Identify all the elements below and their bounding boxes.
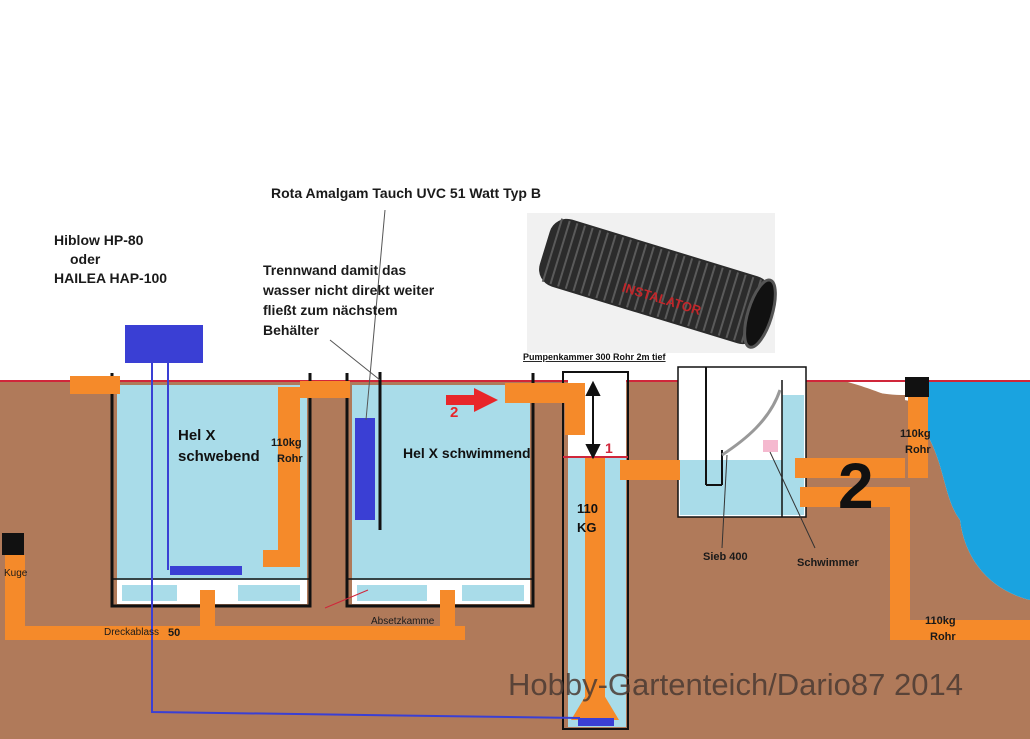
marker-number: 1	[605, 440, 613, 456]
big-number: 2	[838, 450, 874, 522]
label-tank1-2: schwebend	[178, 448, 260, 465]
tank-hel-x-schwimmend	[345, 373, 535, 608]
pipe-rib	[564, 225, 587, 290]
label-sieve: Sieb 400	[703, 551, 748, 563]
pipe-rib	[572, 227, 594, 292]
pipe-rib	[587, 232, 609, 297]
pipe-rib	[694, 265, 717, 329]
label-ball: Kuge	[4, 568, 28, 579]
label-settle: Absetzkamme	[371, 616, 435, 627]
settle-pointer	[324, 589, 369, 609]
label-tank1-pipe-1: 110kg	[271, 437, 302, 449]
pipe-rib	[595, 234, 617, 299]
label-shaft-1: 110	[577, 501, 598, 516]
pipe-rib	[702, 267, 724, 332]
label-tank1-1: Hel X	[178, 427, 216, 444]
float	[763, 440, 778, 452]
air-pump	[125, 325, 203, 363]
pipe-rib	[656, 253, 678, 318]
label-pump-chamber: Pumpenkammer 300 Rohr 2m tief	[523, 352, 667, 362]
pipe-network	[5, 376, 1030, 720]
label-wall-3: fließt zum nächstem	[263, 302, 398, 318]
pipe-rib	[725, 274, 747, 339]
label-drain: Dreckablass	[104, 627, 159, 638]
label-pump-3: HAILEA HAP-100	[54, 270, 167, 286]
pipe-rib	[671, 258, 694, 322]
pipe-rib	[541, 218, 564, 283]
pipe-rib	[618, 241, 640, 306]
label-right-pipe-1: 110kg	[900, 428, 931, 440]
pond-inlet-cap	[905, 377, 929, 397]
pipe-rib	[549, 220, 571, 285]
pipe-rib	[648, 251, 671, 315]
pipe-rib	[733, 276, 755, 341]
ball-valve	[2, 533, 24, 555]
label-uvc: Rota Amalgam Tauch UVC 51 Watt Typ B	[271, 185, 541, 201]
pond-water	[905, 382, 1030, 600]
sieve-box	[677, 366, 816, 549]
label-pump-1: Hiblow HP-80	[54, 232, 144, 248]
flow-arrow	[446, 388, 498, 412]
pipe-rib	[710, 269, 732, 334]
pipe-rib	[610, 239, 632, 304]
depth-arrow	[585, 380, 601, 460]
label-wall-1: Trennwand damit das	[263, 262, 406, 278]
label-shaft-2: KG	[577, 520, 597, 535]
label-tank2: Hel X schwimmend	[403, 445, 531, 461]
label-bottom-pipe-2: Rohr	[930, 631, 956, 643]
label-wall-4: Behälter	[263, 322, 320, 338]
label-pump-2: oder	[70, 251, 101, 267]
pipe-rib	[717, 272, 740, 336]
pipe-rib	[633, 246, 655, 311]
arrow-number: 2	[450, 404, 458, 421]
pipe-rib	[580, 230, 602, 294]
uvc-pointer	[365, 209, 386, 421]
label-drain-num: 50	[168, 627, 180, 639]
label-float: Schwimmer	[797, 557, 859, 569]
air-diffuser	[170, 566, 242, 575]
pipe-rib	[603, 237, 625, 301]
pipe-rib	[687, 262, 709, 327]
tank-hel-x-schwebend	[110, 373, 312, 608]
label-tank1-pipe-2: Rohr	[277, 453, 303, 465]
watermark: Hobby-Gartenteich/Dario87 2014	[508, 667, 963, 702]
corrugated-pipe-photo: INSTALATOR	[527, 213, 777, 353]
pipe-rib	[679, 260, 701, 325]
pipe-rib	[557, 223, 579, 287]
label-wall-2: wasser nicht direkt weiter	[262, 282, 435, 298]
label-bottom-pipe-1: 110kg	[925, 615, 956, 627]
air-line-1	[151, 363, 581, 719]
pipe-rib	[626, 244, 648, 308]
pipe-rib	[664, 255, 686, 320]
air-stone-shaft	[578, 718, 614, 726]
wall-pointer	[329, 339, 381, 381]
pipe-rib	[641, 248, 663, 313]
uvc-lamp	[355, 418, 375, 520]
label-right-pipe-2: Rohr	[905, 444, 931, 456]
